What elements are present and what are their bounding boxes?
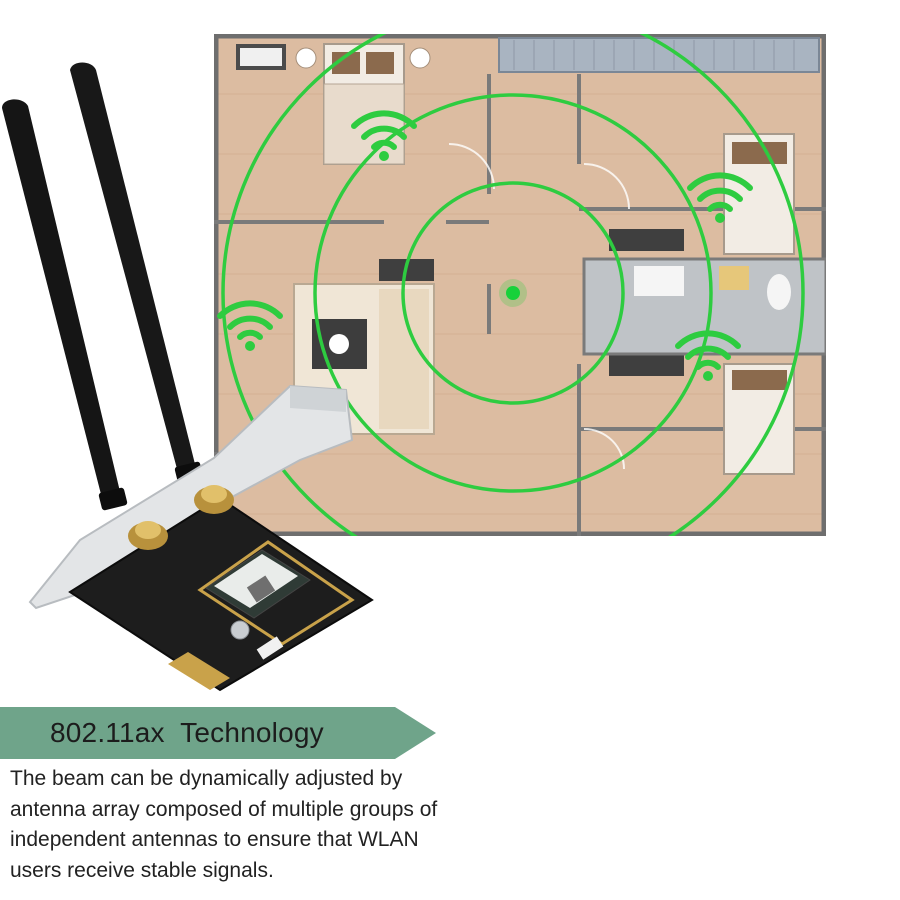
wifi-icon: [214, 294, 286, 354]
wifi-icon: [672, 324, 744, 384]
antenna-left: [2, 99, 128, 511]
wifi-icon: [684, 166, 756, 226]
feature-description: The beam can be dynamically adjusted by …: [10, 767, 438, 882]
router-dot-icon: [506, 286, 520, 300]
pcie-wifi-card-image: [0, 60, 400, 720]
ribbon-shape: [0, 707, 436, 759]
pcb-board: [68, 485, 374, 692]
wifi-icon: [348, 104, 420, 164]
feature-title: 802.11ax Technology: [50, 717, 324, 748]
feature-ribbon: 802.11ax Technology: [0, 707, 440, 759]
